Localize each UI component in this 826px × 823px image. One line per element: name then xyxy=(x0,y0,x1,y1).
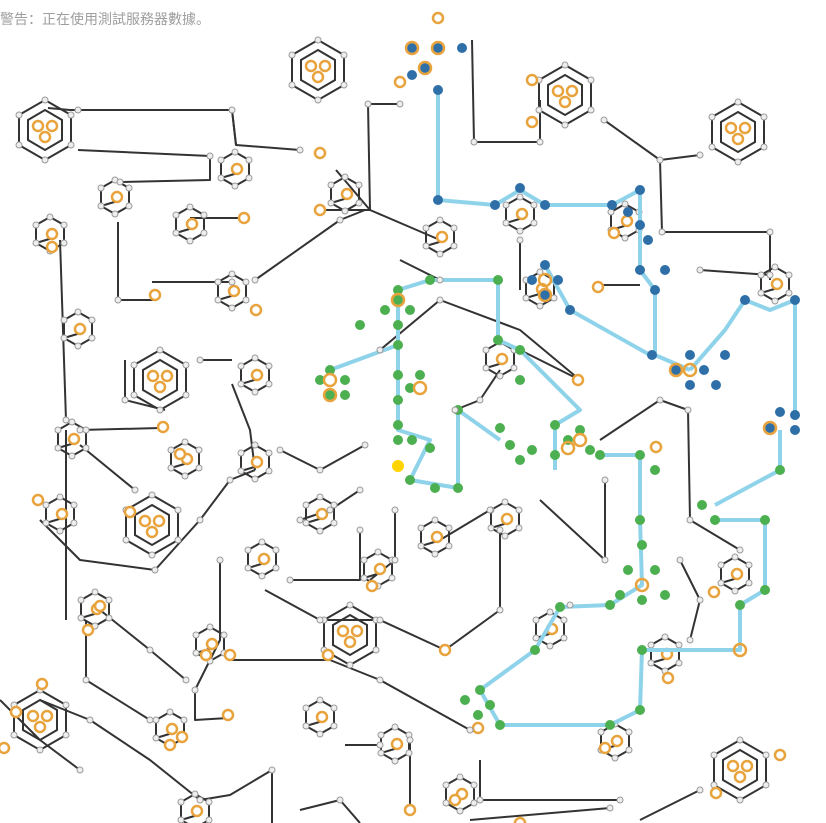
captured-resources xyxy=(322,40,778,658)
blue-team-territory xyxy=(407,43,800,435)
test-server-warning: 警告：正在使用測試服務器數據。 xyxy=(0,12,210,28)
player-marker[interactable] xyxy=(392,460,404,472)
resource-nodes xyxy=(0,11,787,823)
map-links xyxy=(0,39,771,823)
plain-nodes xyxy=(62,100,774,812)
small-clusters xyxy=(31,147,794,823)
